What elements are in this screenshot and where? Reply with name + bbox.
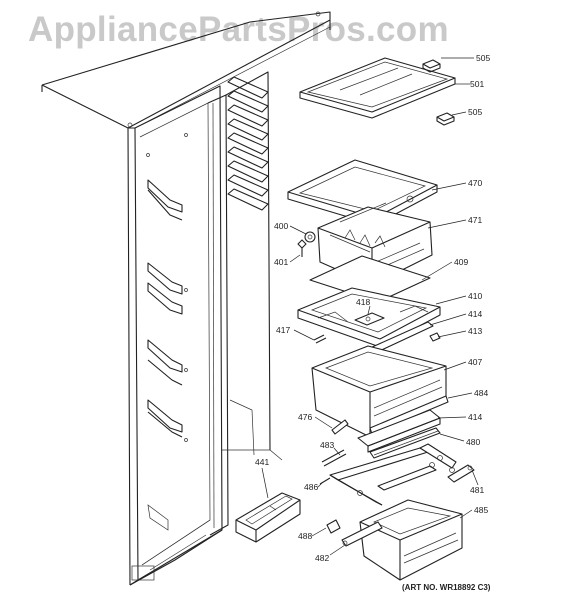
callout-484: 484 xyxy=(474,388,489,398)
callout-482: 482 xyxy=(315,553,330,563)
callout-488: 488 xyxy=(298,531,313,541)
part-505-bracket-top xyxy=(422,59,441,73)
callout-407: 407 xyxy=(468,357,483,367)
part-481-handle xyxy=(447,464,475,483)
callout-480: 480 xyxy=(466,437,481,447)
callout-486: 486 xyxy=(304,482,319,492)
callout-418: 418 xyxy=(356,297,371,307)
art-number: (ART NO. WR18892 C3) xyxy=(402,583,491,592)
part-418-humidity-slide xyxy=(354,312,385,326)
part-480-cover-strip xyxy=(369,427,441,459)
callout-409: 409 xyxy=(454,257,469,267)
part-410-crisper-cover xyxy=(297,287,441,348)
part-417-rod xyxy=(313,334,327,344)
part-401-screw xyxy=(297,239,307,257)
callout-401: 401 xyxy=(274,257,289,267)
callout-441: 441 xyxy=(255,457,270,467)
slide-rail-assembly xyxy=(329,443,457,506)
part-400-roller xyxy=(304,231,316,243)
refrigerator-cabinet xyxy=(41,11,331,586)
part-476-rod xyxy=(331,419,349,435)
callout-505-bottom: 505 xyxy=(468,107,483,117)
callout-485: 485 xyxy=(474,505,489,515)
callout-417: 417 xyxy=(276,325,291,335)
callout-413: 413 xyxy=(468,326,483,336)
part-488-cap xyxy=(326,519,341,534)
part-483-rod xyxy=(321,449,347,467)
callout-414-lower: 414 xyxy=(468,412,483,422)
watermark-text: AppliancePartsPros.com xyxy=(28,10,449,49)
callout-505-top: 505 xyxy=(476,53,491,63)
leader-lines xyxy=(261,57,479,556)
part-484-drawer-front xyxy=(369,395,449,435)
part-505-bracket-bottom xyxy=(436,112,455,126)
callout-471: 471 xyxy=(468,215,483,225)
part-485-lower-pan xyxy=(359,499,463,581)
callout-410: 410 xyxy=(468,291,483,301)
part-501-glass-shelf xyxy=(299,57,456,119)
callout-483: 483 xyxy=(320,440,335,450)
callout-476: 476 xyxy=(298,412,313,422)
callout-400: 400 xyxy=(274,221,289,231)
callout-481: 481 xyxy=(470,485,485,495)
part-441-bin xyxy=(235,492,301,543)
part-413-clip xyxy=(429,332,441,342)
callout-414-upper: 414 xyxy=(468,309,483,319)
part-482-rod xyxy=(341,521,383,547)
callout-470: 470 xyxy=(468,178,483,188)
callout-501: 501 xyxy=(470,79,485,89)
